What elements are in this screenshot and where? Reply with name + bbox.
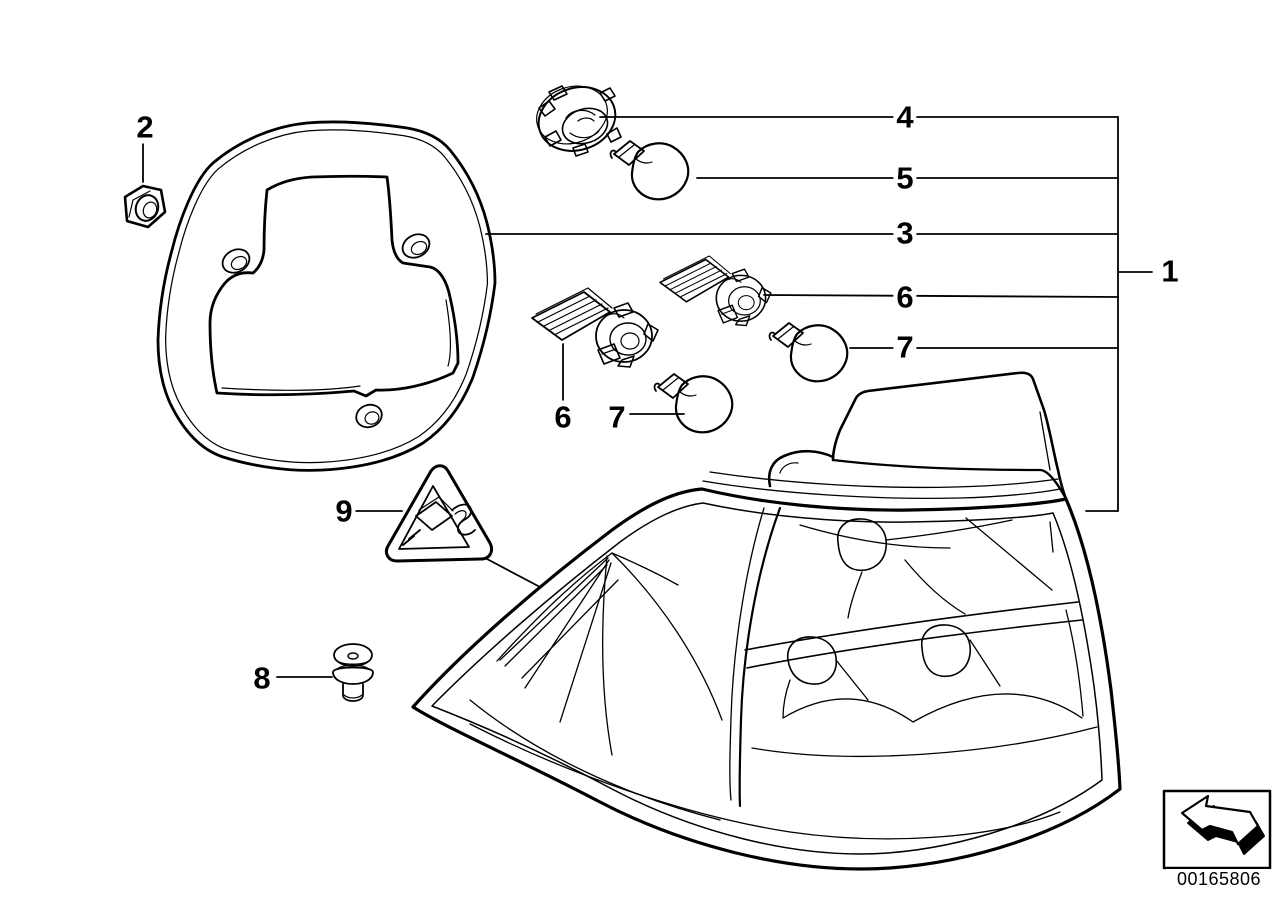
callout-6b-label[interactable]: 6 (551, 400, 575, 434)
hex-nut-drawing (123, 184, 167, 229)
bulb-socket-long-left (531, 287, 659, 368)
mounting-clip-drawing (332, 643, 374, 702)
callout-9-label[interactable]: 9 (332, 494, 356, 528)
callout-8-label[interactable]: 8 (250, 661, 274, 695)
callout-4-label[interactable]: 4 (893, 100, 917, 134)
page-turn-arrow-icon (1180, 794, 1265, 855)
gasket-drawing (156, 120, 497, 472)
bulb-item7-right (768, 321, 849, 383)
callout-6-label[interactable]: 6 (893, 280, 917, 314)
bulb-socket-long-right (659, 255, 772, 327)
electrical-plug-icon (402, 496, 476, 546)
callout-5-label[interactable]: 5 (893, 161, 917, 195)
logo-box (1162, 789, 1272, 870)
image-part-number: 00165806 (1166, 869, 1272, 890)
callout-7-label[interactable]: 7 (893, 330, 917, 364)
bulb-item7-lower (653, 372, 734, 434)
bulb-item5 (609, 139, 690, 201)
warning-triangle-icon (384, 464, 494, 563)
callout-1-label[interactable]: 1 (1158, 254, 1182, 288)
callout-3-label[interactable]: 3 (893, 216, 917, 250)
callout-2-label[interactable]: 2 (133, 110, 157, 144)
callout-7b-label[interactable]: 7 (605, 400, 629, 434)
bulb-socket-round-drawing (536, 85, 622, 157)
tail-light-drawing (411, 371, 1122, 871)
callout-lines (142, 116, 1153, 678)
